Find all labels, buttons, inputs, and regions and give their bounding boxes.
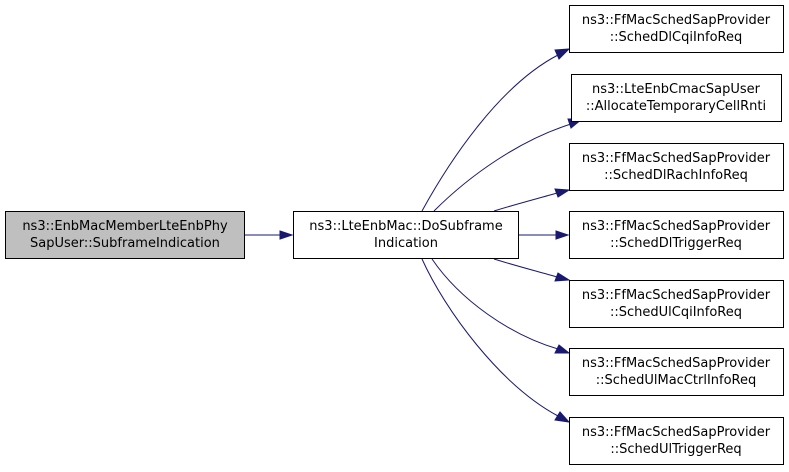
svg-text:::SchedDlCqiInfoReq: ::SchedDlCqiInfoReq: [610, 30, 743, 45]
edge-center-to-allocate-rnti: [433, 118, 584, 212]
edge-center-to-sched-ul-cqi: [493, 258, 571, 282]
node-enb-mac-member-subframe-indication[interactable]: ns3::EnbMacMemberLteEnbPhy SapUser::Subf…: [5, 211, 245, 259]
node-sched-dl-rach-info-req[interactable]: ns3::FfMacSchedSapProvider ::SchedDlRach…: [569, 143, 784, 191]
svg-text:::SchedDlRachInfoReq: ::SchedDlRachInfoReq: [604, 168, 748, 183]
svg-text:SapUser::SubframeIndication: SapUser::SubframeIndication: [30, 236, 220, 251]
svg-text:ns3::FfMacSchedSapProvider: ns3::FfMacSchedSapProvider: [582, 356, 771, 371]
node-sched-dl-cqi-info-req[interactable]: ns3::FfMacSchedSapProvider ::SchedDlCqiI…: [569, 5, 784, 53]
node-sched-ul-trigger-req[interactable]: ns3::FfMacSchedSapProvider ::SchedUlTrig…: [569, 417, 784, 465]
edge-center-to-sched-dl-cqi: [421, 48, 571, 212]
node-sched-dl-trigger-req[interactable]: ns3::FfMacSchedSapProvider ::SchedDlTrig…: [569, 211, 784, 259]
edge-center-to-sched-dl-rach: [493, 188, 571, 212]
svg-text:ns3::FfMacSchedSapProvider: ns3::FfMacSchedSapProvider: [582, 13, 771, 28]
svg-text:::SchedUlTriggerReq: ::SchedUlTriggerReq: [610, 442, 741, 457]
svg-text:::SchedUlCqiInfoReq: ::SchedUlCqiInfoReq: [610, 305, 742, 320]
svg-text:ns3::FfMacSchedSapProvider: ns3::FfMacSchedSapProvider: [582, 425, 771, 440]
edge-root-to-center: [245, 230, 294, 240]
node-sched-ul-mac-ctrl-info-req[interactable]: ns3::FfMacSchedSapProvider ::SchedUlMacC…: [569, 348, 784, 396]
edge-center-to-sched-ul-mac-ctrl: [431, 258, 571, 354]
svg-text:::SchedUlMacCtrlInfoReq: ::SchedUlMacCtrlInfoReq: [596, 373, 757, 388]
edge-center-to-sched-ul-trigger: [421, 258, 571, 423]
svg-text:ns3::FfMacSchedSapProvider: ns3::FfMacSchedSapProvider: [582, 288, 771, 303]
svg-text:ns3::EnbMacMemberLteEnbPhy: ns3::EnbMacMemberLteEnbPhy: [22, 219, 228, 234]
svg-text:ns3::FfMacSchedSapProvider: ns3::FfMacSchedSapProvider: [582, 219, 771, 234]
svg-text:ns3::LteEnbCmacSapUser: ns3::LteEnbCmacSapUser: [592, 82, 761, 97]
svg-text:ns3::FfMacSchedSapProvider: ns3::FfMacSchedSapProvider: [582, 151, 771, 166]
node-lte-enb-mac-do-subframe-indication[interactable]: ns3::LteEnbMac::DoSubframe Indication: [293, 211, 519, 259]
svg-text:::SchedDlTriggerReq: ::SchedDlTriggerReq: [610, 236, 742, 251]
node-sched-ul-cqi-info-req[interactable]: ns3::FfMacSchedSapProvider ::SchedUlCqiI…: [569, 280, 784, 328]
svg-text:::AllocateTemporaryCellRnti: ::AllocateTemporaryCellRnti: [586, 99, 766, 114]
edge-center-to-sched-dl-trigger: [519, 230, 570, 240]
svg-text:ns3::LteEnbMac::DoSubframe: ns3::LteEnbMac::DoSubframe: [309, 219, 502, 234]
svg-text:Indication: Indication: [374, 236, 438, 251]
node-allocate-temporary-cell-rnti[interactable]: ns3::LteEnbCmacSapUser ::AllocateTempora…: [571, 74, 782, 122]
